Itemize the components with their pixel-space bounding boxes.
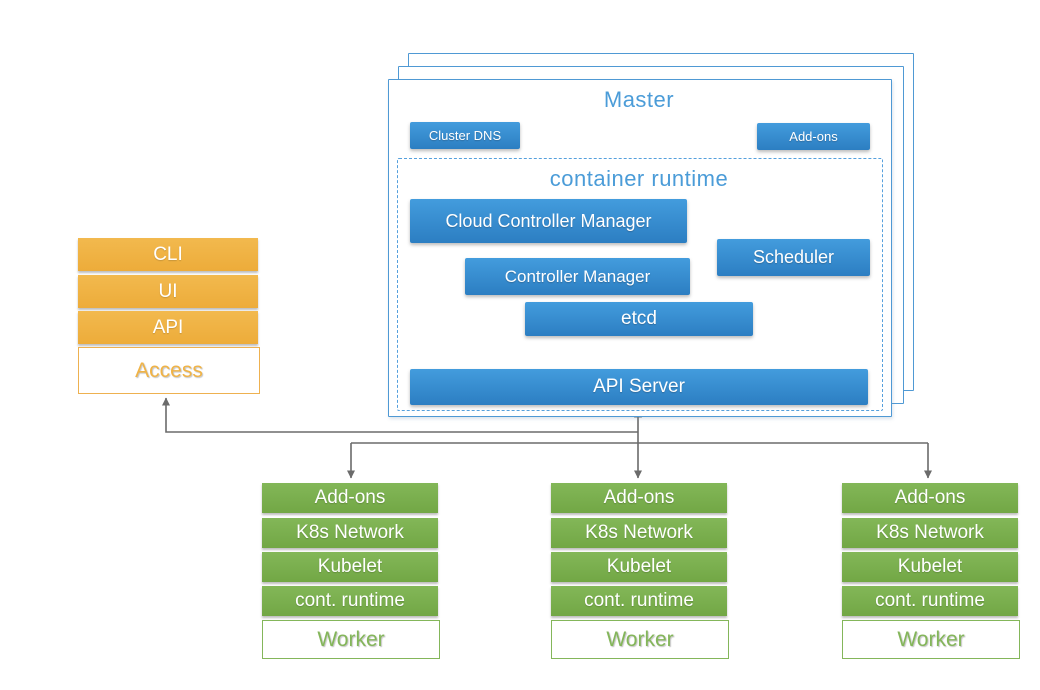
worker1-label-box: Worker [262, 620, 440, 659]
worker3-label-box: Worker [842, 620, 1020, 659]
scheduler-box: Scheduler [717, 239, 870, 276]
worker1-row-cont-runtime: cont. runtime [262, 586, 438, 616]
access-row-api: API [78, 311, 258, 344]
access-row-ui: UI [78, 275, 258, 308]
etcd-box: etcd [525, 302, 753, 336]
container-runtime-title: container runtime [549, 166, 729, 191]
controller-manager-box: Controller Manager [465, 258, 690, 295]
access-label-box: Access [78, 347, 260, 394]
master-title: Master [603, 87, 675, 112]
worker1-row-addons: Add-ons [262, 483, 438, 513]
worker2-row-cont-runtime: cont. runtime [551, 586, 727, 616]
access-row-cli: CLI [78, 238, 258, 271]
worker3-row-cont-runtime: cont. runtime [842, 586, 1018, 616]
worker1-row-kubelet: Kubelet [262, 552, 438, 582]
container-runtime-box [397, 158, 883, 411]
worker2-row-k8s-network: K8s Network [551, 518, 727, 548]
cloud-controller-manager-box: Cloud Controller Manager [410, 199, 687, 243]
worker3-row-kubelet: Kubelet [842, 552, 1018, 582]
worker3-row-addons: Add-ons [842, 483, 1018, 513]
master-addons-box: Add-ons [757, 123, 870, 150]
cluster-dns-box: Cluster DNS [410, 122, 520, 149]
worker3-row-k8s-network: K8s Network [842, 518, 1018, 548]
worker2-label-box: Worker [551, 620, 729, 659]
worker2-row-addons: Add-ons [551, 483, 727, 513]
api-server-box: API Server [410, 369, 868, 405]
worker2-row-kubelet: Kubelet [551, 552, 727, 582]
worker1-row-k8s-network: K8s Network [262, 518, 438, 548]
